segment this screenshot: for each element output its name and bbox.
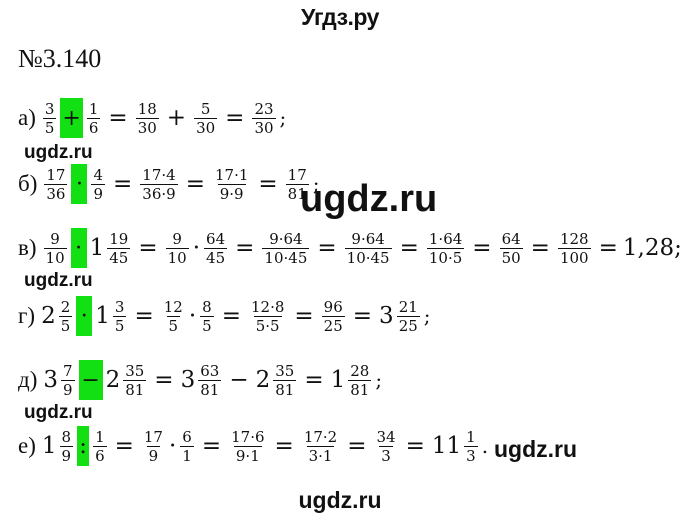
- row-label: б): [18, 171, 38, 196]
- highlighted-operator: ·: [71, 164, 88, 204]
- highlighted-operator: ·: [76, 296, 93, 336]
- highlighted-operator: −: [78, 360, 103, 400]
- watermark-large: ugdz.ru: [300, 178, 438, 220]
- row-label: а): [18, 105, 36, 130]
- task-number: №3.140: [18, 44, 102, 73]
- site-title: Угдз.ру: [301, 4, 379, 30]
- watermark-bottom: ugdz.ru: [298, 487, 382, 513]
- highlighted-operator: :: [77, 426, 90, 466]
- watermark: ugdz.ru: [24, 142, 93, 163]
- watermark: ugdz.ru: [494, 436, 578, 462]
- highlighted-operator: ·: [70, 228, 87, 268]
- watermark: ugdz.ru: [24, 402, 93, 423]
- watermark: ugdz.ru: [24, 270, 93, 291]
- highlighted-operator: +: [60, 98, 83, 138]
